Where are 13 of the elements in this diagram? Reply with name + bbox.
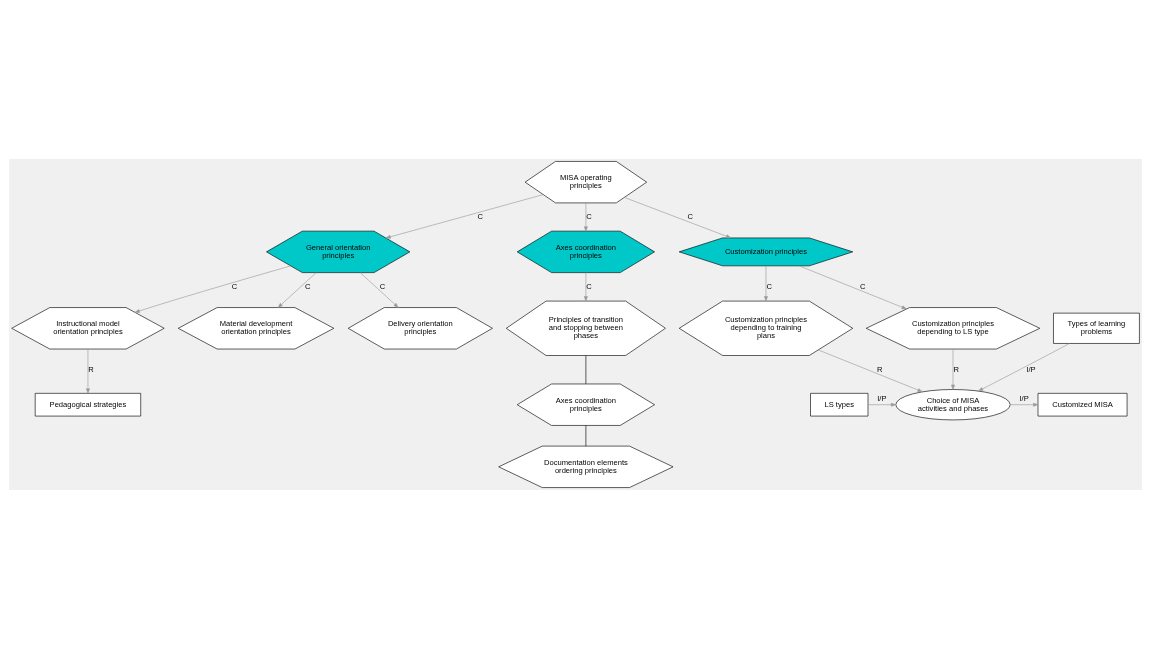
arrow — [385, 193, 544, 239]
arrow — [134, 265, 291, 313]
arrow — [867, 402, 897, 407]
arrow — [978, 342, 1070, 391]
arrow — [1009, 402, 1039, 407]
arrow — [818, 349, 923, 392]
arrow — [277, 271, 317, 308]
arrow — [359, 271, 399, 308]
connector — [585, 354, 587, 384]
arrow — [624, 196, 732, 238]
arrow — [584, 202, 588, 232]
arrow — [584, 271, 588, 301]
arrow — [798, 265, 907, 309]
